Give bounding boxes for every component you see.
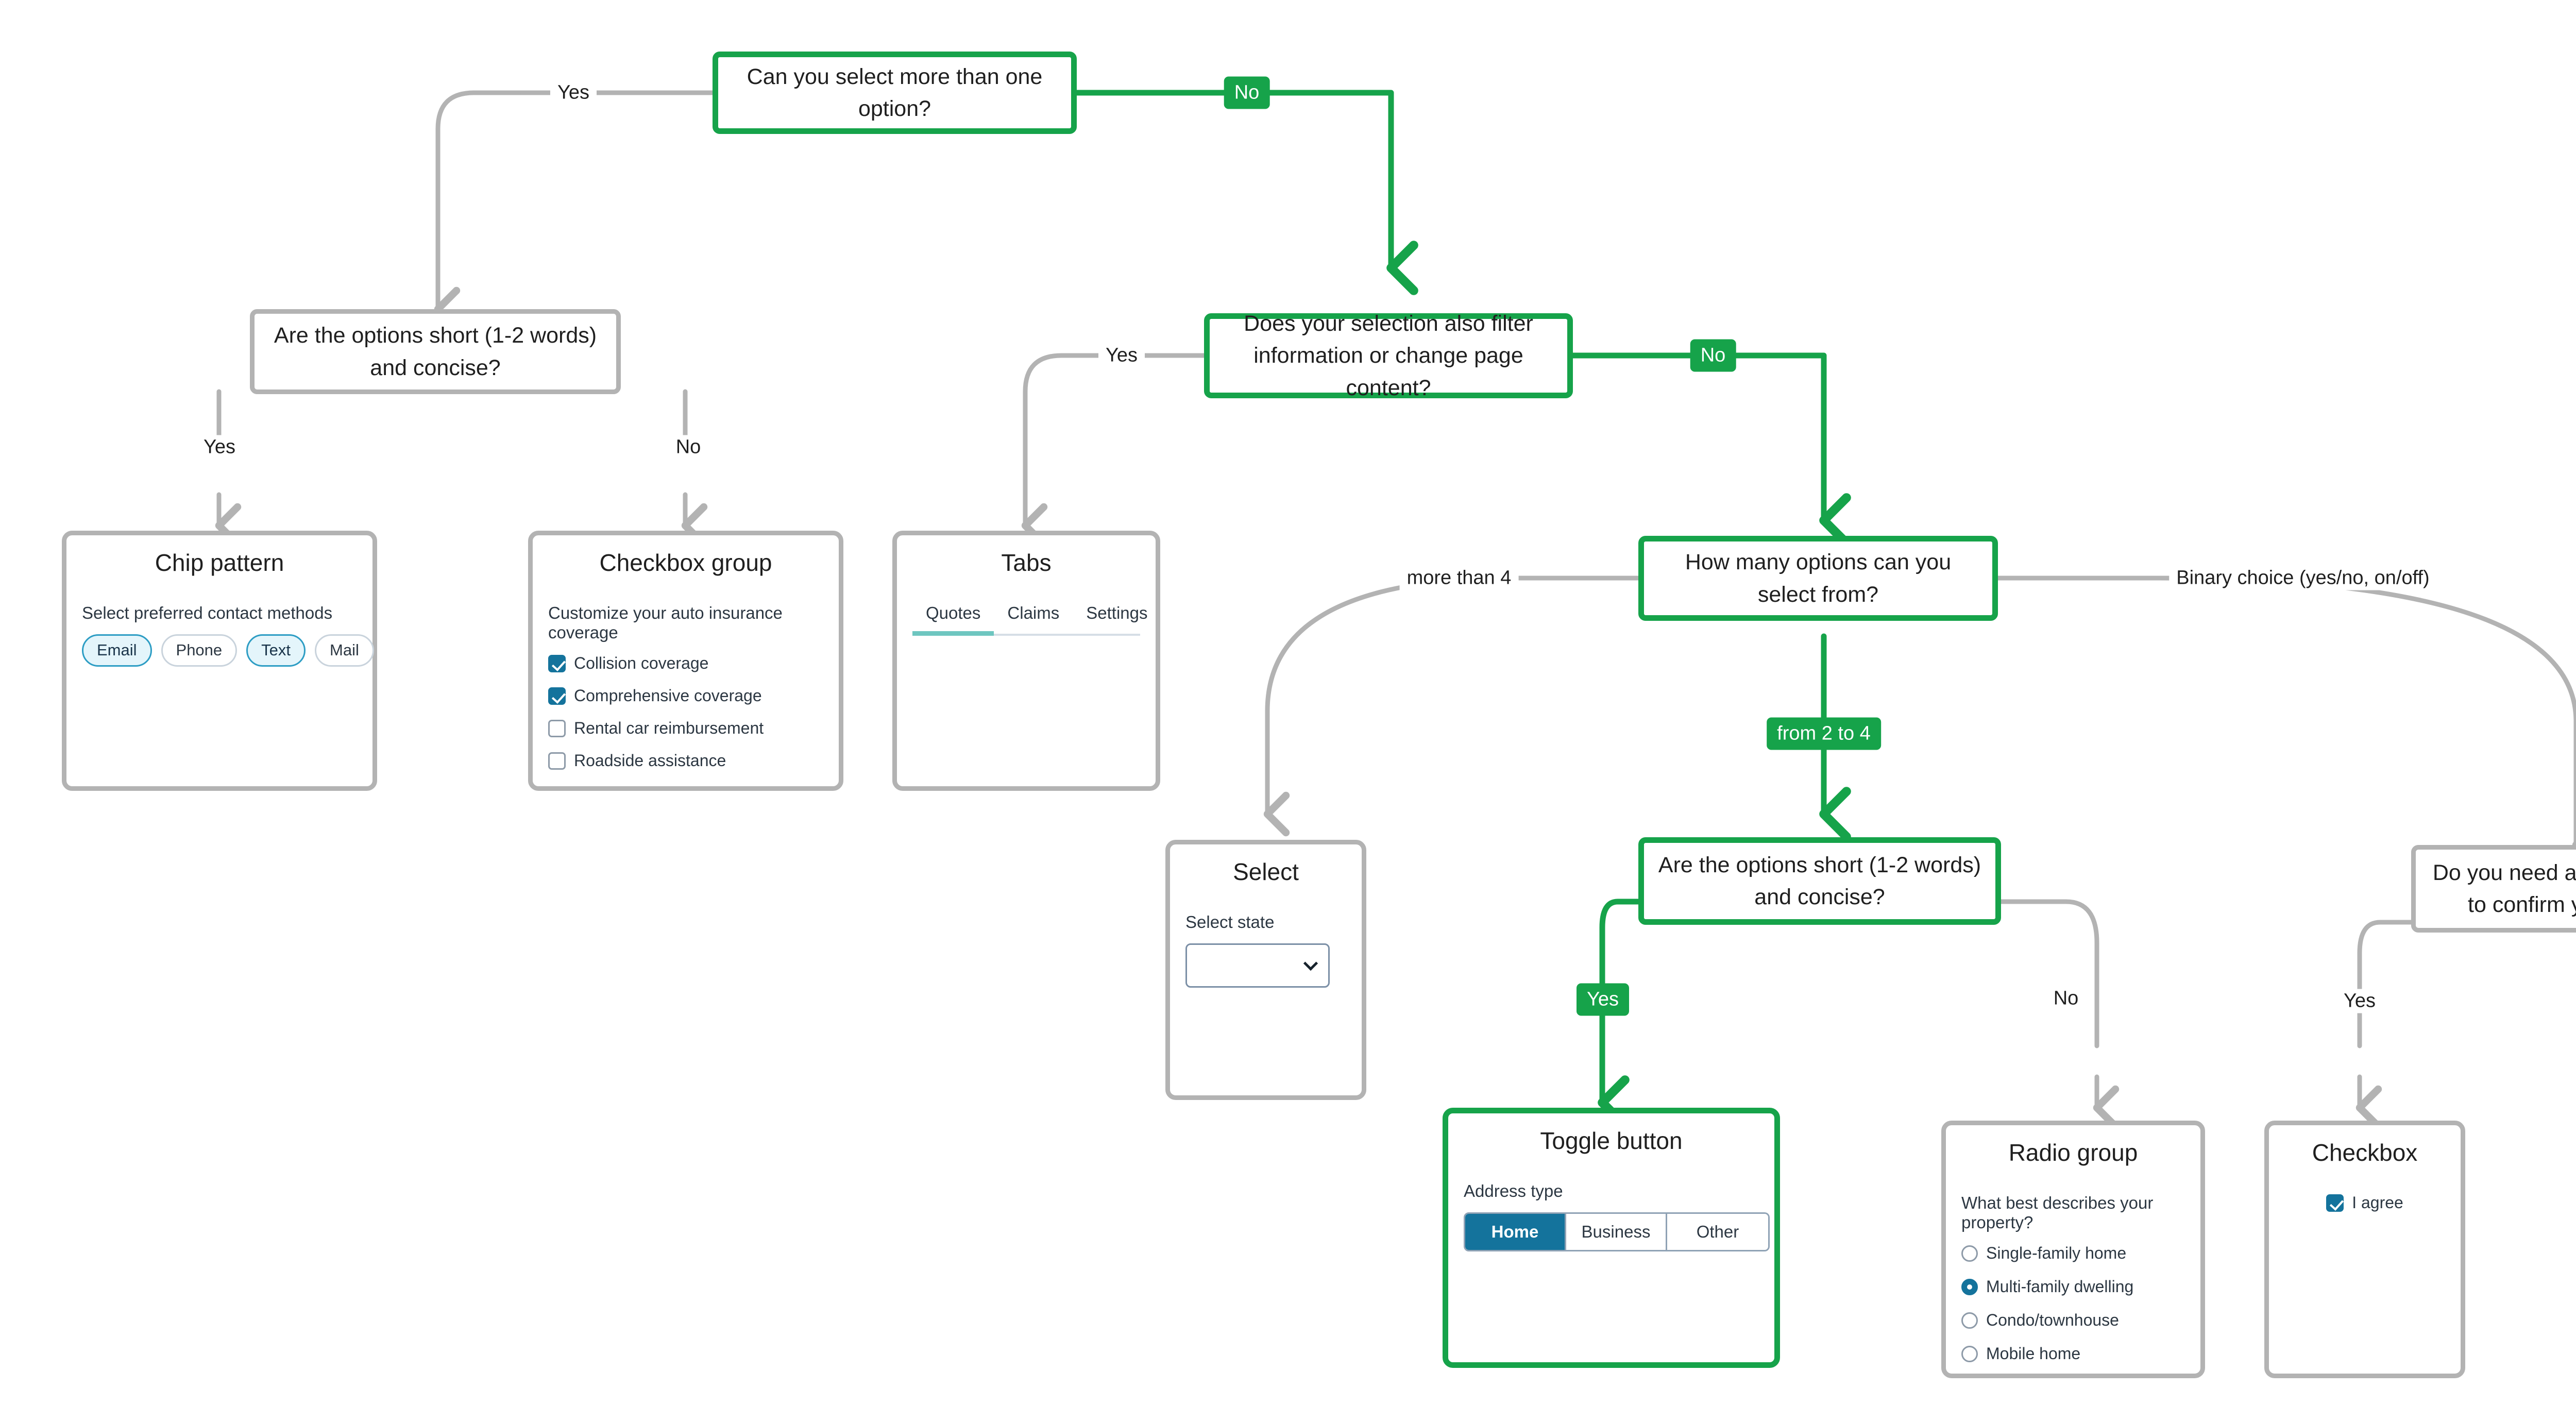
radio-unselected-icon[interactable] xyxy=(1961,1345,1978,1362)
radio-group-label: What best describes your property? xyxy=(1961,1193,2154,1232)
radio-label: Condo/townhouse xyxy=(1986,1311,2119,1329)
node-label: Can you select more than one option? xyxy=(747,64,1043,121)
chip-mail[interactable]: Mail xyxy=(315,634,374,667)
checkbox-row[interactable]: Collision coverage xyxy=(548,654,823,673)
toggle-button-group: Home Business Other xyxy=(1464,1212,1770,1251)
edge-label-short-right-yes: Yes xyxy=(1577,983,1629,1016)
toggle-segment-other[interactable]: Other xyxy=(1667,1214,1768,1250)
checkbox-label: Collision coverage xyxy=(574,654,709,672)
edge-label-filter-no: No xyxy=(1690,339,1736,372)
radio-label: Single-family home xyxy=(1986,1244,2127,1262)
toggle-button-label: Address type xyxy=(1464,1181,1563,1200)
checkbox-label: Roadside assistance xyxy=(574,751,726,770)
edge-label-filter-yes: Yes xyxy=(1098,343,1145,368)
node-label: Are the options short (1-2 words) and co… xyxy=(1658,852,1981,909)
edge-label-left-yes: Yes xyxy=(196,435,243,460)
node-label: Does your selection also filter informat… xyxy=(1244,311,1533,400)
select-label: Select state xyxy=(1185,912,1275,932)
card-title: Radio group xyxy=(2008,1139,2138,1166)
checkbox-group-label: Customize your auto insurance coverage xyxy=(548,603,783,642)
node-can-select-more-than-one[interactable]: Can you select more than one option? xyxy=(713,52,1077,134)
edge-label-binary-choice: Binary choice (yes/no, on/off) xyxy=(2169,566,2437,590)
edge-label-left-no: No xyxy=(668,435,708,460)
radio-row[interactable]: Mobile home xyxy=(1961,1344,2185,1363)
checkbox-row[interactable]: Roadside assistance xyxy=(548,751,823,770)
tab-quotes[interactable]: Quotes xyxy=(912,603,994,636)
chip-email[interactable]: Email xyxy=(82,634,152,667)
card-title: Toggle button xyxy=(1540,1127,1683,1154)
checkbox-unchecked-icon[interactable] xyxy=(548,719,566,737)
checkbox-row[interactable]: I agree xyxy=(2284,1193,2445,1212)
checkbox-checked-icon[interactable] xyxy=(548,654,566,672)
checkbox-checked-icon[interactable] xyxy=(548,687,566,705)
chevron-down-icon xyxy=(1303,956,1318,971)
toggle-segment-business[interactable]: Business xyxy=(1566,1214,1667,1250)
radio-label: Multi-family dwelling xyxy=(1986,1277,2134,1296)
node-need-confirm-action[interactable]: Do you need an additional action to conf… xyxy=(2411,845,2576,933)
radio-unselected-icon[interactable] xyxy=(1961,1312,1978,1329)
tab-settings[interactable]: Settings xyxy=(1086,603,1148,622)
checkbox-checked-icon[interactable] xyxy=(2326,1194,2344,1212)
node-options-short-right[interactable]: Are the options short (1-2 words) and co… xyxy=(1638,837,2001,925)
tab-claims[interactable]: Claims xyxy=(1007,603,1060,622)
checkbox-row[interactable]: Comprehensive coverage xyxy=(548,686,823,705)
radio-unselected-icon[interactable] xyxy=(1961,1245,1978,1262)
node-selection-filters-content[interactable]: Does your selection also filter informat… xyxy=(1204,311,1573,400)
toggle-segment-home[interactable]: Home xyxy=(1465,1214,1566,1250)
radio-selected-icon[interactable] xyxy=(1961,1278,1978,1295)
checkbox-label: Comprehensive coverage xyxy=(574,686,762,705)
select-input[interactable] xyxy=(1185,943,1330,988)
card-checkbox: Checkbox I agree xyxy=(2264,1121,2465,1378)
edge-label-confirm-yes: Yes xyxy=(2336,989,2383,1013)
node-label: Are the options short (1-2 words) and co… xyxy=(274,323,597,380)
chip-group-label: Select preferred contact methods xyxy=(82,603,333,622)
radio-label: Mobile home xyxy=(1986,1344,2081,1363)
edge-label-multi-no: No xyxy=(1224,76,1270,109)
card-select: Select Select state xyxy=(1165,840,1366,1100)
radio-row[interactable]: Multi-family dwelling xyxy=(1961,1277,2185,1296)
checkbox-label: Rental car reimbursement xyxy=(574,719,764,737)
node-label: Do you need an additional action to conf… xyxy=(2432,860,2576,917)
card-title: Checkbox group xyxy=(599,549,772,576)
card-title: Tabs xyxy=(1001,549,1052,576)
edge-label-multi-yes: Yes xyxy=(550,80,597,105)
checkbox-row[interactable]: Rental car reimbursement xyxy=(548,719,823,738)
card-title: Select xyxy=(1233,858,1299,885)
checkbox-unchecked-icon[interactable] xyxy=(548,752,566,770)
node-label: How many options can you select from? xyxy=(1685,550,1952,607)
card-toggle-button: Toggle button Address type Home Business… xyxy=(1443,1108,1780,1368)
card-checkbox-group: Checkbox group Customize your auto insur… xyxy=(528,531,843,791)
checkbox-label: I agree xyxy=(2352,1193,2403,1212)
card-tabs: Tabs Quotes Claims Settings xyxy=(892,531,1160,791)
edge-label-more-than-4: more than 4 xyxy=(1399,566,1519,590)
card-radio-group: Radio group What best describes your pro… xyxy=(1941,1121,2205,1378)
tab-list: Quotes Claims Settings xyxy=(912,603,1148,636)
card-chip-pattern: Chip pattern Select preferred contact me… xyxy=(62,531,377,791)
node-options-short-left[interactable]: Are the options short (1-2 words) and co… xyxy=(250,309,621,394)
chip-group: Email Phone Text Mail xyxy=(82,634,374,667)
card-title: Checkbox xyxy=(2312,1139,2418,1166)
chip-phone[interactable]: Phone xyxy=(161,634,238,667)
chip-text[interactable]: Text xyxy=(246,634,306,667)
card-title: Chip pattern xyxy=(155,549,284,576)
radio-row[interactable]: Condo/townhouse xyxy=(1961,1311,2185,1330)
edge-label-from-2-to-4: from 2 to 4 xyxy=(1767,717,1881,750)
radio-row[interactable]: Single-family home xyxy=(1961,1244,2185,1263)
edge-label-short-right-no: No xyxy=(2046,986,2086,1011)
node-how-many-options[interactable]: How many options can you select from? xyxy=(1638,536,1998,621)
